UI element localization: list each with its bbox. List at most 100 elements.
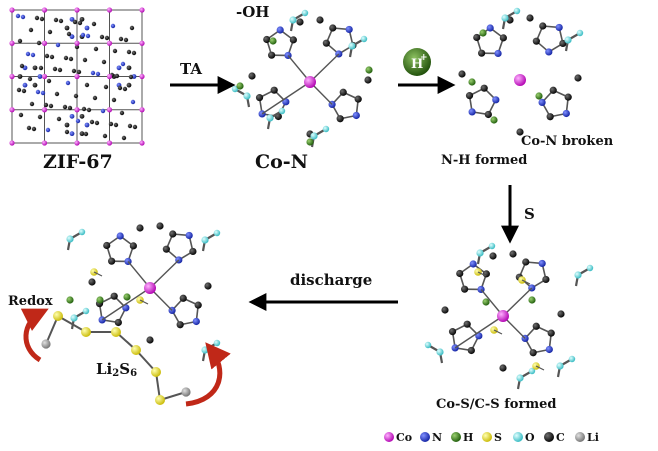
c-atom [63,55,69,61]
c-atom [32,65,38,71]
h-atom [535,92,543,100]
legend-swatch [513,432,523,442]
n-atom [492,96,500,104]
o-atom [360,35,368,43]
c-atom [574,74,582,82]
c-atom [114,73,120,79]
c-atom [86,107,92,113]
o-atom [516,374,524,382]
o-atom [348,42,356,50]
c-atom [156,222,164,230]
o-atom [289,16,297,24]
co-center-atom [304,76,316,88]
o-atom [513,7,521,15]
c-atom [482,270,490,278]
c-atom [94,120,100,126]
c-atom [52,66,58,72]
c-atom [532,37,540,45]
n-atom [494,49,502,58]
s-atom [151,367,161,377]
c-atom [559,39,567,48]
c-atom [79,16,85,22]
n-atom [90,70,96,76]
c-atom [66,31,72,37]
c-atom [448,328,457,336]
c-atom [169,230,177,238]
c-atom [73,93,79,99]
c-atom [79,131,85,137]
n-atom [468,108,476,116]
o-atom [488,242,496,250]
redox-arrow-left [20,308,49,363]
c-atom [126,49,132,55]
h-atom [482,298,490,306]
bond [454,315,504,349]
c-atom [84,82,90,88]
c-atom [88,278,96,286]
c-atom [108,257,116,265]
n-atom [84,25,90,31]
c-atom [121,135,127,141]
c-atom [110,292,118,300]
o-atom [476,249,484,257]
c-atom [456,269,464,278]
c-atom [461,285,469,293]
n-atom [562,109,570,118]
c-atom [129,242,137,250]
co-atom [41,73,48,80]
c-atom [122,86,128,92]
s-atom [81,327,91,337]
c-atom [46,78,52,84]
co-atom [9,107,15,113]
c-atom [27,76,33,82]
c-atom [102,133,108,139]
legend-item-co: Co [384,431,412,444]
s-atom [53,311,63,321]
bond [139,299,149,305]
o-atom [310,132,318,140]
c-atom [54,91,60,97]
redox-label: Redox [8,294,53,309]
li-atom [41,339,51,349]
n-atom [84,122,90,128]
n-atom [192,317,200,326]
n-atom [15,13,21,19]
bond [521,279,531,285]
legend-label: S [494,431,502,444]
c-atom [549,86,557,94]
legend-label: Li [587,431,599,444]
legend-item-o: O [513,431,535,444]
n-atom [110,23,116,29]
zif-67-framework-image [9,7,145,146]
c-atom [339,88,347,96]
c-atom [89,119,95,125]
o-atom [201,236,209,244]
n-atom [116,232,124,240]
c-atom [296,18,304,26]
c-atom [114,318,122,327]
c-atom [118,36,124,42]
n-atom [116,65,122,71]
c-atom [539,22,547,30]
n-atom [545,345,553,354]
c-atom [49,54,55,60]
c-atom [176,321,184,329]
c-atom [28,27,34,33]
c-atom [71,68,77,74]
o-atom [528,367,536,375]
co-center-atom [144,282,156,294]
c-atom [56,116,62,122]
n-atom [130,99,136,105]
n-atom [45,127,51,133]
n-atom [469,260,477,268]
c-atom [111,97,117,103]
n-atom [538,98,546,106]
n-atom [276,26,284,34]
co-atom [139,107,145,113]
co-atom [106,73,113,80]
o-atom [82,307,90,315]
oh-label: -OH [236,3,269,21]
c-atom [17,38,23,44]
c-atom [16,87,22,93]
c-atom [126,82,132,88]
